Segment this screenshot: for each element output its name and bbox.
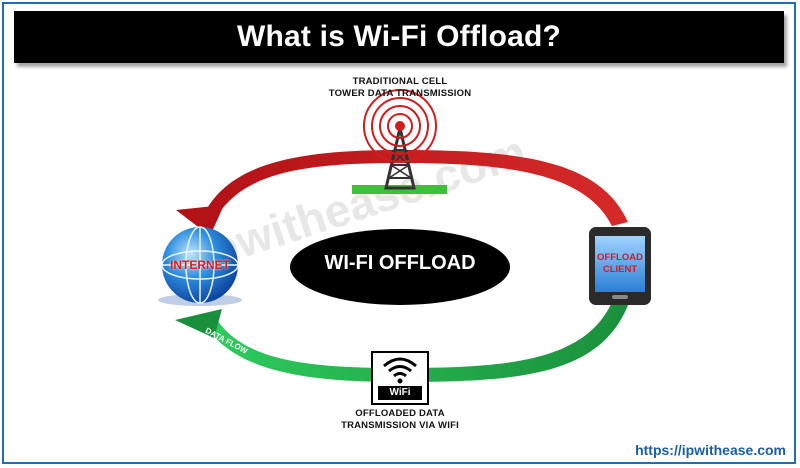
top-arrow-head [176,205,224,236]
bottom-arrow-head [175,309,222,338]
smartphone-icon [589,227,651,305]
client-label: OFFLOAD CLIENT [592,252,648,276]
wifi-badge-label: WiFi [389,387,411,398]
wifi-label: OFFLOADED DATA TRANSMISSION VIA WIFI [300,408,500,432]
tower-label-line2: TOWER DATA TRANSMISSION [328,88,472,99]
footer-url[interactable]: https://ipwithease.com [635,442,786,458]
client-label-line2: CLIENT [602,264,638,275]
tower-label-line1: TRADITIONAL CELL [352,76,448,87]
tower-label: TRADITIONAL CELL TOWER DATA TRANSMISSION [300,76,500,100]
cell-tower-icon [352,89,447,194]
client-label-line1: OFFLOAD [597,252,643,263]
bottom-flow-arrow [175,302,628,382]
title-bar: What is Wi-Fi Offload? [14,11,784,63]
wifi-icon [371,351,429,405]
globe-icon [158,226,242,306]
wifi-label-line1: OFFLOADED DATA [355,408,445,419]
center-label: WI-FI OFFLOAD [324,252,476,274]
internet-label: INTERNET [170,258,230,272]
top-flow-arrow [176,150,628,236]
center-ellipse [290,229,510,305]
page-title: What is Wi-Fi Offload? [236,20,562,53]
wifi-label-line2: TRANSMISSION VIA WIFI [341,420,459,431]
